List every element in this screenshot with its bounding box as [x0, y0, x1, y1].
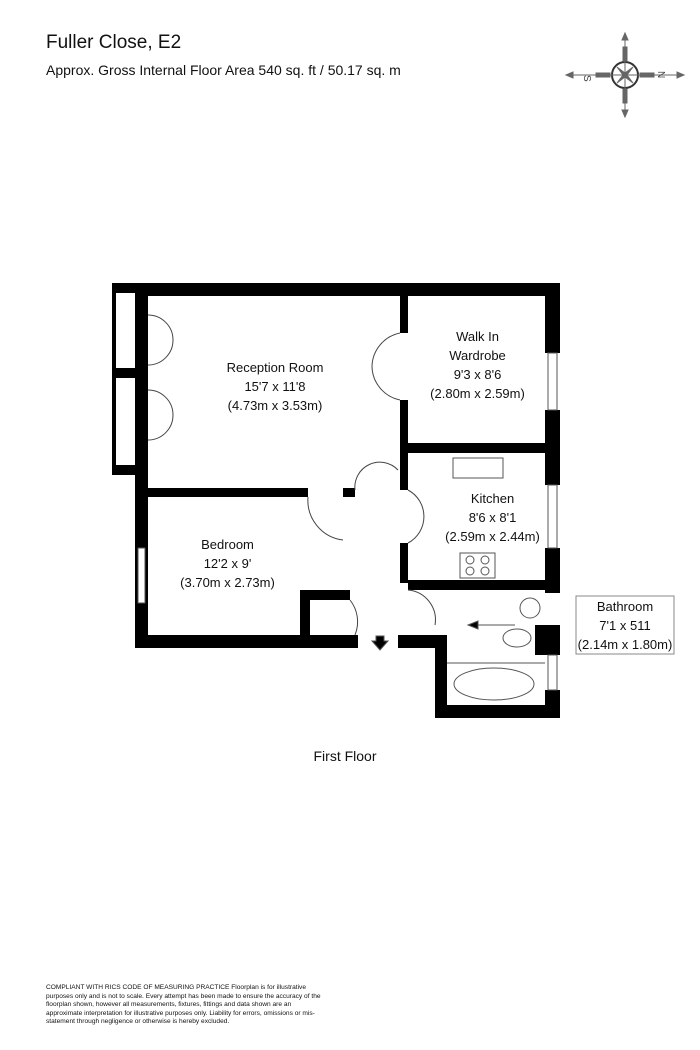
room-size-imperial: 7'1 x 511 — [599, 618, 651, 633]
room-bathroom: Bathroom 7'1 x 511 (2.14m x 1.80m) — [576, 597, 674, 654]
room-size-imperial: 15'7 x 11'8 — [244, 379, 306, 394]
property-title: Fuller Close, E2 — [46, 32, 182, 53]
room-size-metric: (2.59m x 2.44m) — [445, 529, 540, 544]
room-size-metric: (4.73m x 3.53m) — [227, 398, 323, 413]
room-name: Walk In — [456, 329, 499, 344]
room-name: Reception Room — [226, 360, 324, 375]
room-walk-in-wardrobe: Walk In Wardrobe 9'3 x 8'6 (2.80m x 2.59… — [415, 327, 540, 403]
room-bedroom: Bedroom 12'2 x 9' (3.70m x 2.73m) — [165, 535, 290, 592]
doors — [147, 314, 436, 636]
disclaimer-body: Floorplan is for illustrative purposes o… — [46, 984, 321, 1026]
room-name: Bedroom — [201, 537, 254, 552]
compass-south-label: S — [581, 75, 592, 82]
bathroom-callout — [575, 595, 675, 655]
room-name-line2: Wardrobe — [449, 348, 506, 363]
room-reception: Reception Room 15'7 x 11'8 (4.73m x 3.53… — [200, 358, 350, 415]
disclaimer-heading: COMPLIANT WITH RICS CODE OF MEASURING PR… — [46, 984, 230, 991]
room-kitchen: Kitchen 8'6 x 8'1 (2.59m x 2.44m) — [420, 489, 565, 546]
room-name: Kitchen — [470, 491, 515, 506]
floor-label: First Floor — [313, 748, 377, 764]
room-size-metric: (3.70m x 2.73m) — [180, 575, 275, 590]
disclaimer: COMPLIANT WITH RICS CODE OF MEASURING PR… — [46, 984, 326, 1027]
floor-area: Approx. Gross Internal Floor Area 540 sq… — [46, 62, 401, 78]
room-size-metric: (2.80m x 2.59m) — [430, 386, 525, 401]
room-size-metric: (2.14m x 1.80m) — [577, 637, 673, 652]
room-size-imperial: 8'6 x 8'1 — [468, 510, 517, 525]
room-size-imperial: 12'2 x 9' — [203, 556, 252, 571]
compass-north-label: N — [655, 71, 666, 78]
room-size-imperial: 9'3 x 8'6 — [453, 367, 502, 382]
windows — [137, 352, 558, 691]
fixtures — [370, 457, 545, 701]
compass-icon: S N — [564, 31, 686, 119]
room-name: Bathroom — [596, 599, 654, 614]
